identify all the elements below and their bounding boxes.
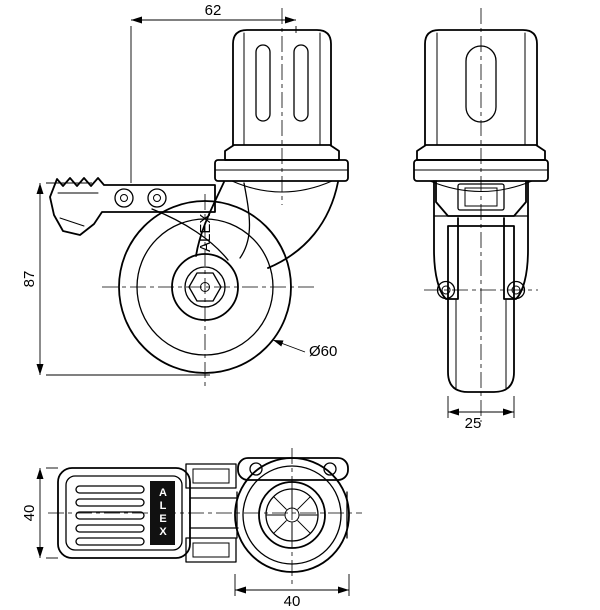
dim-25-label: 25 <box>465 415 482 432</box>
side-wheel <box>447 225 515 393</box>
brake-linkage <box>185 463 239 563</box>
front-brake-lever <box>49 177 216 236</box>
brake-pedal-tip-line <box>59 217 85 227</box>
bottom-view: 40 40 <box>21 448 362 610</box>
axle-washer-circle <box>184 266 226 308</box>
wheel-diameter-label: Ø60 <box>309 343 337 360</box>
bottom-wheel-hub-inner <box>265 488 319 542</box>
dim-25-arrow-right <box>503 408 514 416</box>
brake-pedal-bottom <box>57 467 191 559</box>
side-stem <box>424 29 538 146</box>
spoke-hub-circle <box>284 507 300 523</box>
link-block-bottom-inner <box>192 542 230 558</box>
dim-25: 25 <box>447 396 515 432</box>
axle-bolt-left <box>436 280 456 300</box>
expander-body-side <box>424 29 538 146</box>
brake-pedal-outline <box>49 177 216 236</box>
front-fork <box>151 181 339 269</box>
axle-bar-body <box>237 457 349 481</box>
dim-87: 87 <box>21 182 210 376</box>
front-centerlines <box>102 8 316 390</box>
axle-bolt-left-center <box>441 285 451 295</box>
fork-right-edge <box>267 181 339 269</box>
dim-40-bottom-arrow-left <box>235 586 246 594</box>
bottom-wheel <box>234 457 350 573</box>
swivel-housing <box>435 180 527 217</box>
axle-bolt-right-center <box>511 285 521 295</box>
dim-25-arrow-left <box>448 408 459 416</box>
link-block-bottom <box>185 537 237 563</box>
dim-40-bottom: 40 <box>234 574 350 610</box>
fork-inner-edge <box>239 182 251 259</box>
brake-block-outer <box>457 183 505 211</box>
dim-62: 62 <box>130 2 297 183</box>
wheel-tread-circle <box>136 218 274 356</box>
expander-slot-left <box>255 44 271 122</box>
wheel-spokes <box>266 489 318 541</box>
expander-slot-side <box>465 45 497 123</box>
front-stem <box>232 29 332 146</box>
expander-body <box>232 29 332 146</box>
front-collar-plate <box>214 144 349 193</box>
front-view: ALEX 62 87 Ø60 <box>21 2 349 390</box>
wheel-hub-circle <box>171 253 239 321</box>
pedal-grip-slots <box>75 485 145 546</box>
link-block-top <box>185 463 237 489</box>
diameter-leader-arrow <box>273 340 284 347</box>
brake-pivot-right <box>147 188 167 208</box>
dim-62-arrow-right <box>285 16 296 24</box>
pedal-inner-outline <box>65 475 183 551</box>
swivel-raceway-dome <box>231 180 333 193</box>
side-centerlines <box>424 8 538 422</box>
wheel-outer-circle <box>118 200 292 374</box>
axle-bolt-right <box>506 280 526 300</box>
dim-40-bottom-arrow-right <box>338 586 349 594</box>
dim-40-left-arrow-bottom <box>36 547 44 558</box>
dim-62-arrow-left <box>131 16 142 24</box>
brake-pivot-left <box>114 188 134 208</box>
brake-cam-curve <box>151 208 229 261</box>
dim-40-left-label: 40 <box>21 505 38 522</box>
bottom-wheel-hub <box>258 481 326 549</box>
link-block-top-inner <box>192 468 230 484</box>
wheel-edge-profile <box>447 225 515 393</box>
axle-bar-bolt-left <box>249 462 263 476</box>
brand-mark-front: ALEX <box>197 214 214 252</box>
dim-62-label: 62 <box>205 2 222 19</box>
side-housing <box>435 180 527 217</box>
dim-87-arrow-top <box>36 183 44 194</box>
axle-hex-nut <box>188 272 222 302</box>
bottom-wheel-tread <box>242 465 342 565</box>
expander-slot-right <box>293 44 309 122</box>
dim-wheel-diameter: Ø60 <box>272 339 337 360</box>
bottom-centerlines <box>48 448 362 584</box>
dim-40-left: 40 <box>21 467 58 559</box>
brand-label: ALEX <box>150 481 175 545</box>
pedal-outline <box>57 467 191 559</box>
side-collar-plate <box>413 144 549 192</box>
dim-87-label: 87 <box>21 271 38 288</box>
fork-left-edge <box>195 181 225 257</box>
axle-bar <box>237 457 349 481</box>
brake-block-inner <box>464 187 498 207</box>
swivel-raceway-dome-side <box>429 180 533 192</box>
axle-bar-bolt-right <box>323 462 337 476</box>
brake-pivot-right-pin <box>153 194 161 202</box>
brake-pivot-left-pin <box>120 194 128 202</box>
dim-40-left-arrow-top <box>36 468 44 479</box>
axle-center <box>200 282 210 292</box>
dim-87-arrow-bottom <box>36 364 44 375</box>
dim-40-bottom-label: 40 <box>284 593 301 610</box>
side-view: 25 <box>413 8 549 432</box>
front-wheel <box>118 200 292 374</box>
